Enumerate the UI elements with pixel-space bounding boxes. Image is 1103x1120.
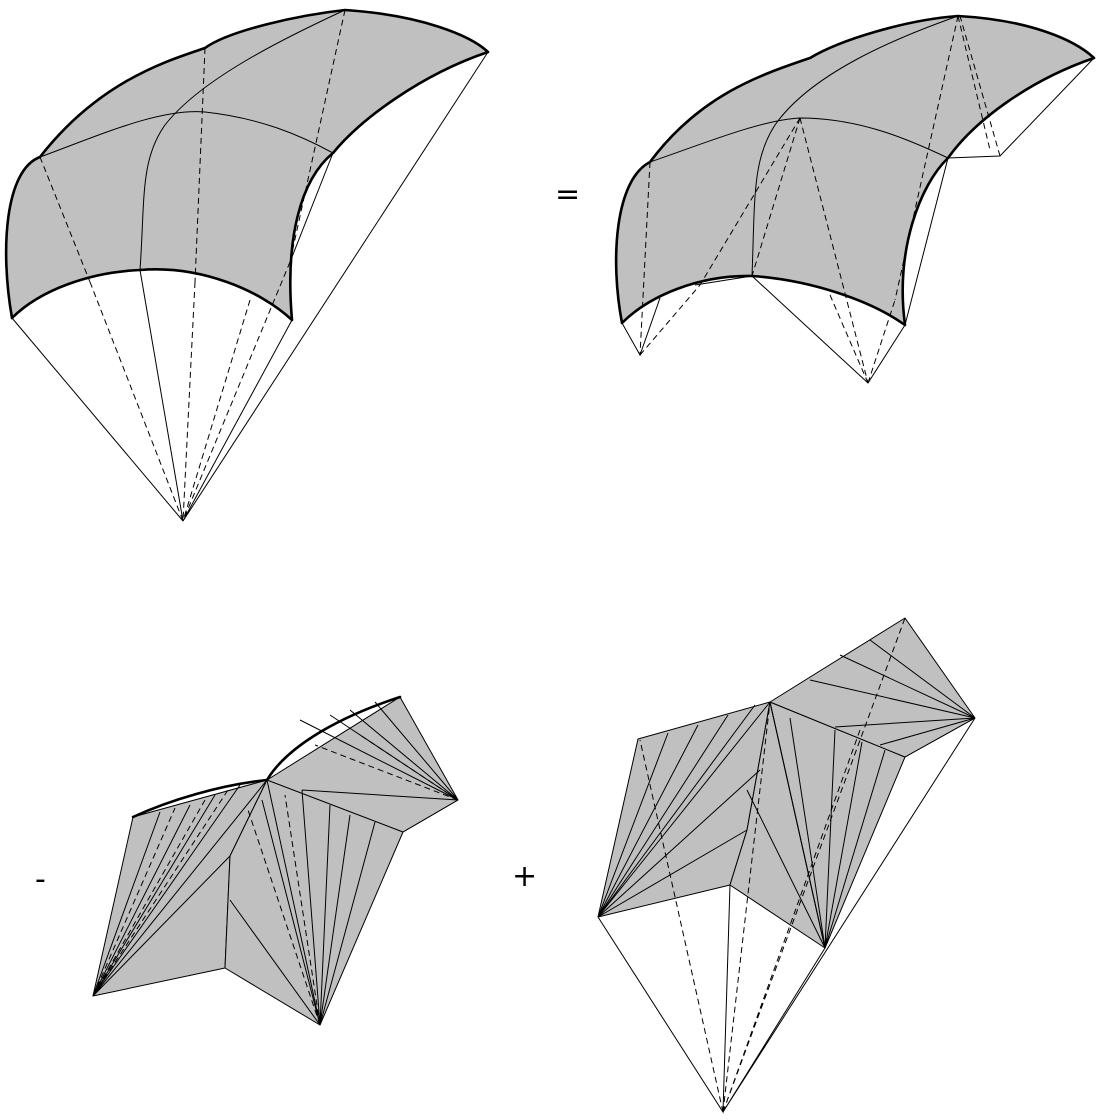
equals-sign: = — [555, 180, 580, 210]
panel-polyhedral-plus — [598, 618, 975, 1112]
polyhedral-faces — [93, 697, 458, 1025]
panel-polyhedral-minus — [93, 697, 458, 1025]
panel-curved-surface-two-cones — [616, 16, 1094, 383]
polyhedral-faces — [598, 618, 975, 948]
panel-curved-surface-cone — [6, 10, 488, 521]
curved-surface — [6, 10, 488, 320]
minus-sign: - — [35, 865, 46, 895]
curved-surface — [616, 16, 1094, 325]
plus-sign: + — [512, 862, 537, 892]
